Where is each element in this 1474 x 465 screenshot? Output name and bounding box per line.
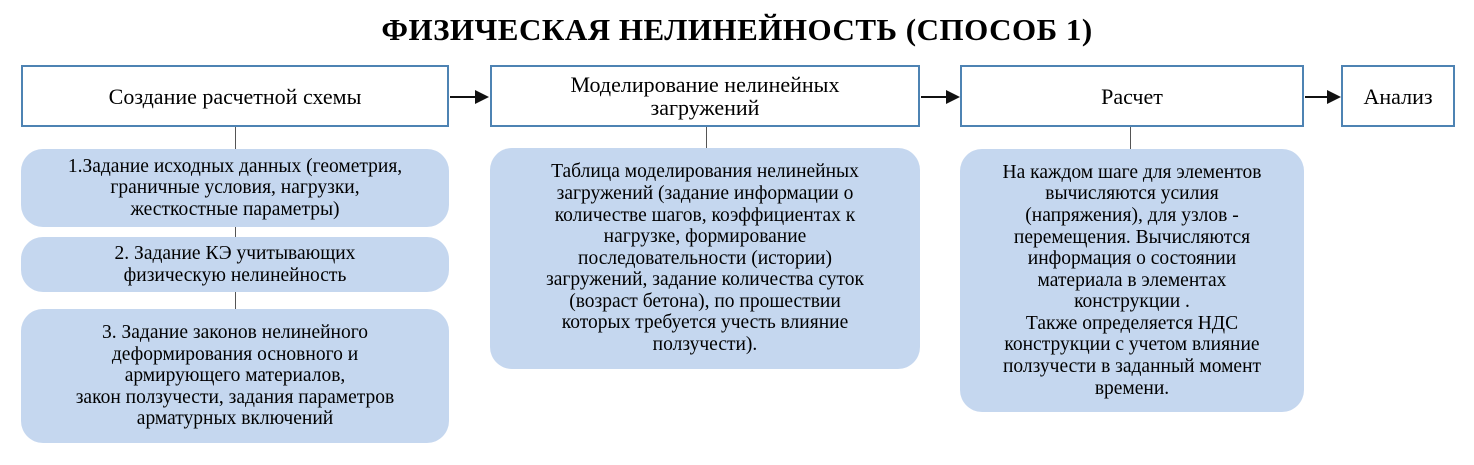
connector-step1-note1 — [235, 127, 236, 149]
step-box-calculation: Расчет — [960, 65, 1304, 127]
step-box-create-scheme: Создание расчетной схемы — [21, 65, 449, 127]
note-fe-nonlinearity: 2. Задание КЭ учитывающих физическую нел… — [21, 237, 449, 292]
arrow-line-3 — [1305, 96, 1327, 98]
note-deformation-laws: 3. Задание законов нелинейного деформиро… — [21, 309, 449, 443]
step-box-analysis: Анализ — [1341, 65, 1455, 127]
note-text: Таблица моделирования нелинейных загруже… — [546, 161, 864, 356]
step-label: Создание расчетной схемы — [108, 83, 362, 109]
step-label: Анализ — [1363, 83, 1433, 109]
arrow-head-3 — [1327, 90, 1341, 104]
note-initial-data: 1.Задание исходных данных (геометрия, гр… — [21, 149, 449, 227]
note-calculation: На каждом шаге для элементов вычисляются… — [960, 149, 1304, 412]
note-text: 3. Задание законов нелинейного деформиро… — [75, 322, 395, 430]
connector-note1-note2 — [235, 227, 236, 237]
note-modeling-table: Таблица моделирования нелинейных загруже… — [490, 148, 920, 369]
arrow-line-2 — [921, 96, 946, 98]
connector-step2-note — [706, 127, 707, 148]
arrow-line-1 — [450, 96, 476, 98]
note-text: 2. Задание КЭ учитывающих физическую нел… — [114, 242, 356, 286]
connector-step3-note — [1130, 127, 1131, 149]
connector-note2-note3 — [235, 292, 236, 309]
arrow-head-1 — [475, 90, 489, 104]
step-label: Расчет — [1101, 83, 1163, 109]
step-label: Моделирование нелинейных загружений — [570, 72, 840, 120]
diagram-title: ФИЗИЧЕСКАЯ НЕЛИНЕЙНОСТЬ (СПОСОБ 1) — [381, 12, 1093, 47]
step-box-modeling: Моделирование нелинейных загружений — [490, 65, 920, 127]
note-text: На каждом шаге для элементов вычисляются… — [1002, 161, 1262, 399]
note-text: 1.Задание исходных данных (геометрия, гр… — [67, 155, 403, 220]
arrow-head-2 — [946, 90, 960, 104]
